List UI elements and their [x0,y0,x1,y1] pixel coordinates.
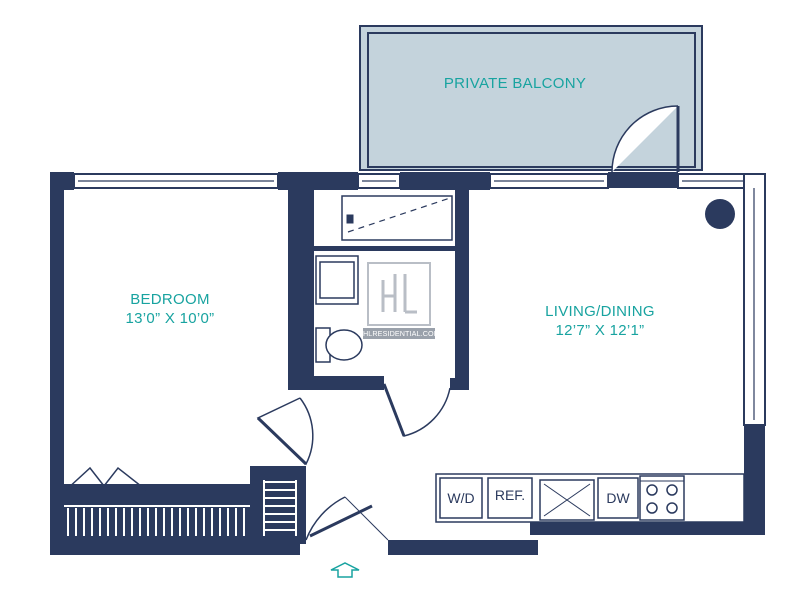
watermark: HLRESIDENTIAL.COM [363,258,440,342]
bedroom-label: BEDROOM 13’0” X 10’0” [100,290,240,328]
wall-right-lower [744,425,765,535]
shower [341,195,453,241]
balcony [359,25,703,173]
wall-top-mid [278,172,358,190]
closet-base-block [64,484,254,540]
burner-2 [666,484,678,496]
washer-dryer-label: W/D [447,490,475,506]
bath-walls [288,188,469,390]
watermark-url: HLRESIDENTIAL.COM [363,328,440,339]
entry-door-leaf [309,504,373,538]
toilet-bowl [325,329,363,361]
wall-top-door-jamb [608,172,678,188]
washer-dryer-box [439,477,483,519]
range-box [639,475,685,521]
bath-partition [314,246,455,251]
closet-bifold [65,466,147,491]
bath-wall-bottom-left [288,376,384,390]
bath-wall-bottom-right [450,378,469,390]
watermark-box [367,262,431,326]
interior-doors [65,383,451,541]
watermark-monogram [381,274,417,314]
wall-bottom-kitchen [388,540,538,555]
burner-1 [646,484,658,496]
structural-column [705,199,735,229]
living-name: LIVING/DINING [545,303,655,320]
balcony-floor [359,25,703,171]
wall-top-bath [400,172,490,190]
exterior-walls [50,172,765,555]
bath-wall-left [288,188,314,250]
kitchen [435,473,745,523]
bath-wall-right [455,188,469,390]
wall-top-left-corner [50,172,74,190]
wall-bottom-left [50,540,300,555]
bedroom-dimensions: 13’0” X 10’0” [125,310,215,327]
burner-3 [646,502,658,514]
burner-4 [666,502,678,514]
balcony-railing [367,32,696,168]
fridge-box [487,477,533,519]
balcony-label: PRIVATE BALCONY [443,75,587,92]
living-label: LIVING/DINING 12’7” X 12’1” [530,302,670,340]
bedroom-name: BEDROOM [130,291,210,308]
bath-wall-left-lower [288,250,314,390]
wall-left [50,172,64,555]
sink-basin [319,261,355,299]
dishwasher-box [597,477,639,519]
bath-door-swing [383,383,451,437]
bath-fixtures [315,255,363,363]
entry-door-swing [305,496,346,541]
living-dimensions: 12’7” X 12’1” [555,322,645,339]
dishwasher-label: DW [606,490,630,506]
up-arrow-outline-icon [330,562,360,578]
wall-bottom-right [530,520,765,535]
windows [73,173,766,426]
refrigerator-label: REF. [494,487,526,503]
balcony-door-swing [611,105,679,173]
closet-shelves [64,480,297,536]
